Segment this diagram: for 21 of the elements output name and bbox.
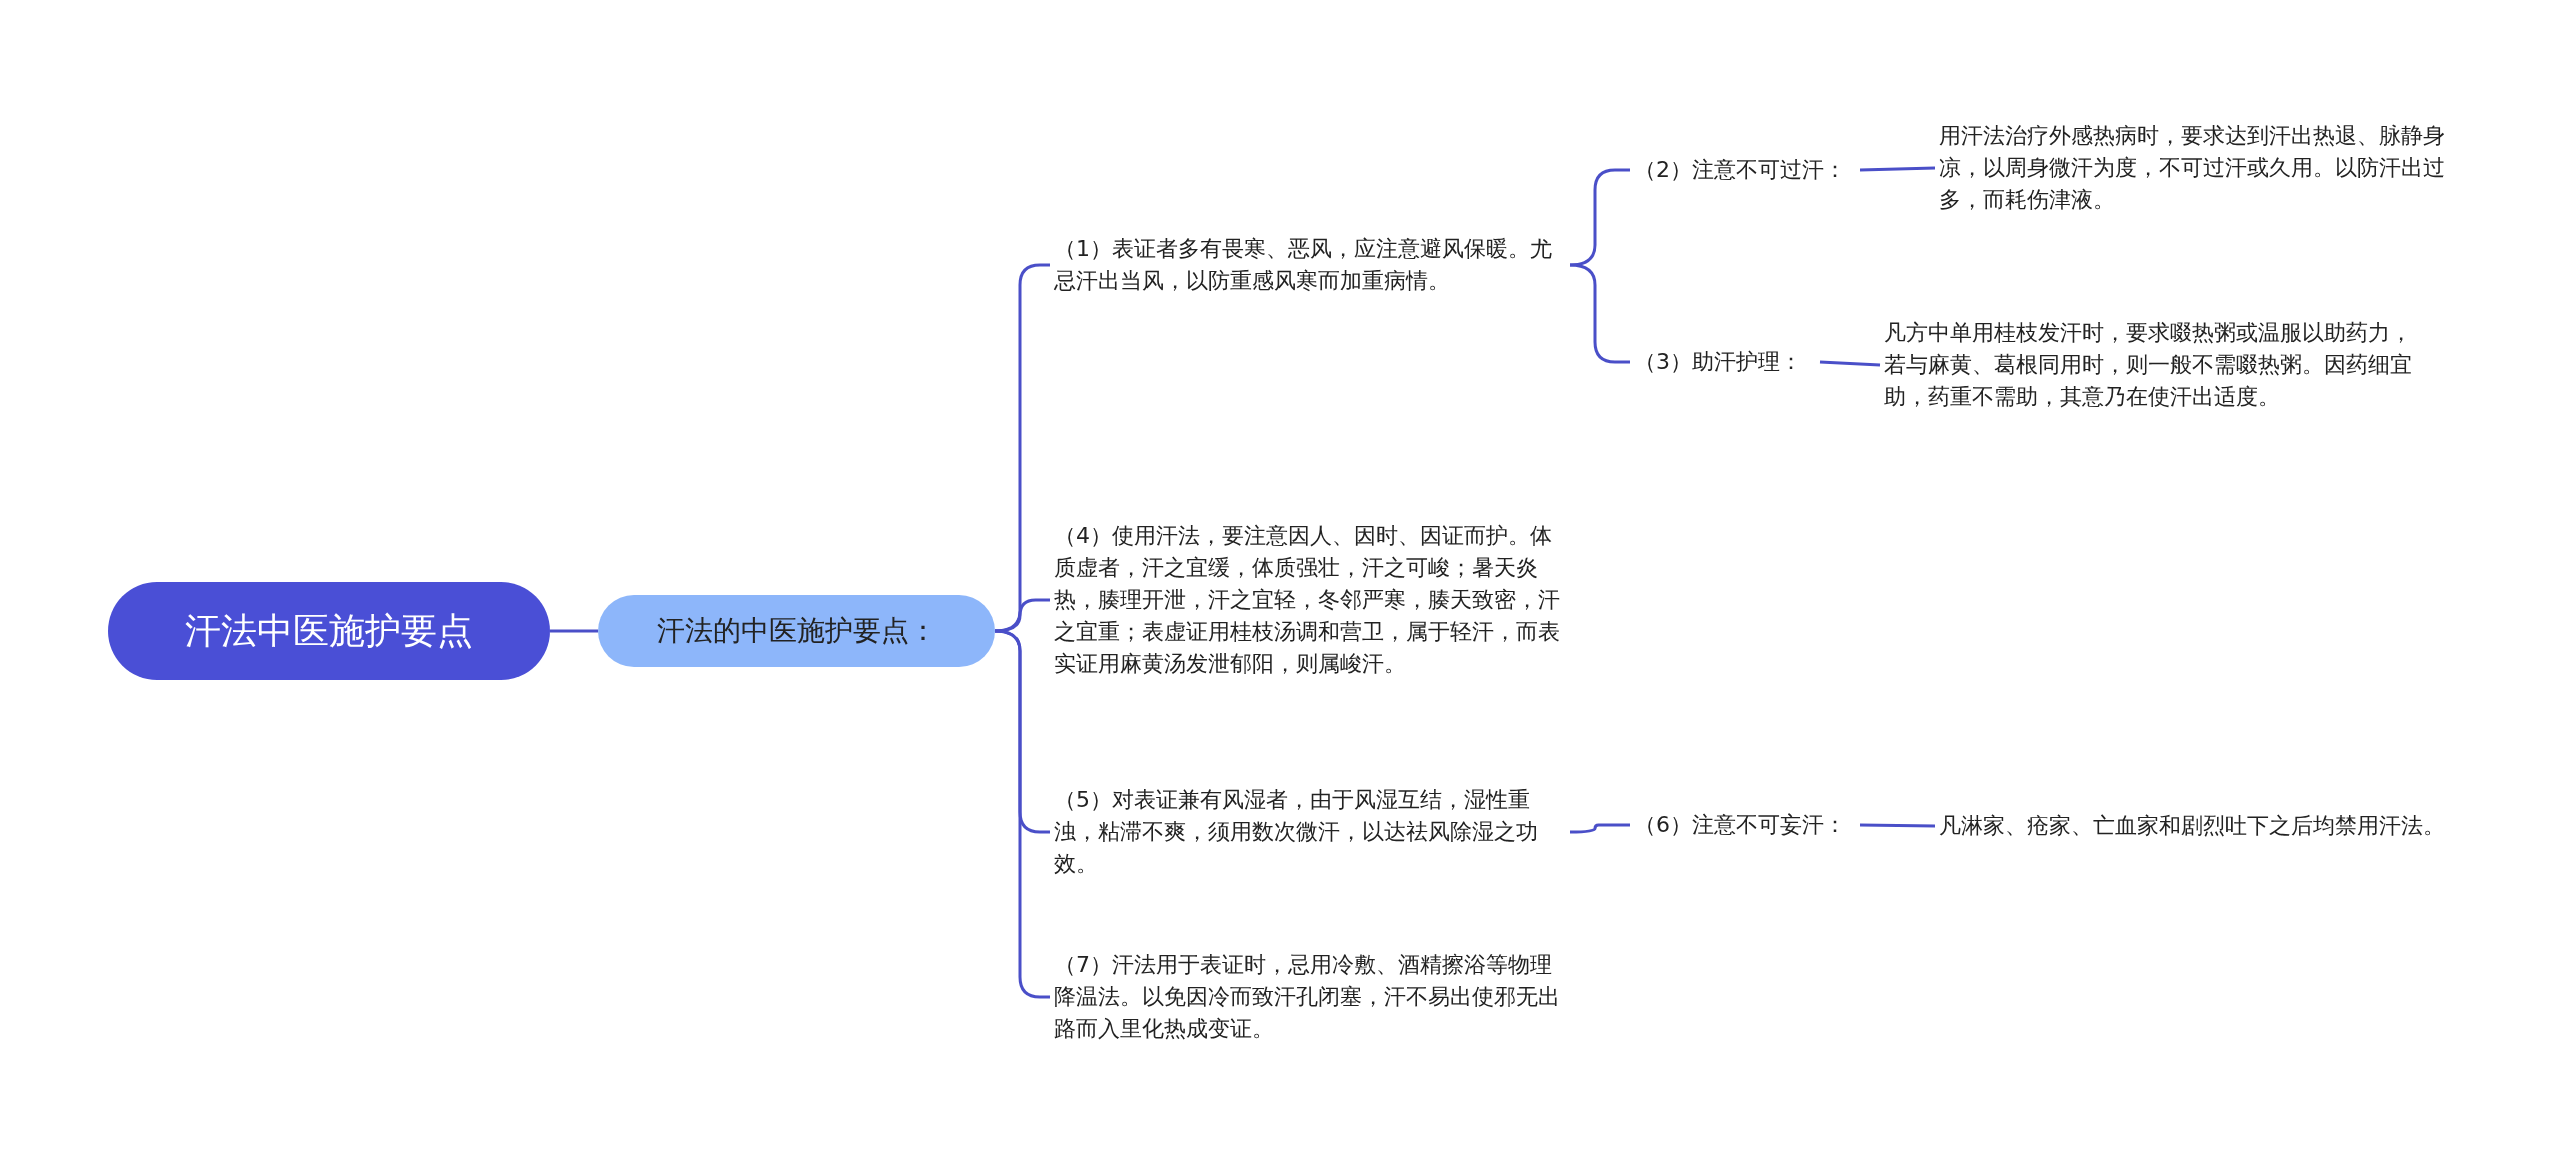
connector-line (550, 629, 598, 633)
subtopic-text: （6）注意不可妄汗： (1630, 805, 1860, 845)
root-topic: 汗法中医施护要点 (108, 582, 550, 680)
subtopic-text: （5）对表证兼有风湿者，由于风湿互结，湿性重浊，粘滞不爽，须用数次微汗，以达祛风除湿之功效。 (1050, 780, 1570, 884)
connector-line (994, 629, 1050, 999)
subtopic-text: （1）表证者多有畏寒、恶风，应注意避风保暖。尤忌汗出当风，以防重感风寒而加重病情。 (1050, 213, 1570, 317)
connector-line (1859, 823, 1936, 828)
connector-line (1859, 166, 1936, 172)
subtopic-text: 凡淋家、疮家、亡血家和剧烈吐下之后均禁用汗法。 (1935, 790, 2475, 862)
subtopic-text: （3）助汗护理： (1630, 342, 1820, 382)
main-topic: 汗法的中医施护要点： (598, 595, 995, 667)
connector-line (1570, 823, 1630, 834)
subtopic-text: （4）使用汗法，要注意因人、因时、因证而护。体质虚者，汗之宜缓，体质强壮，汗之可峻；暑天炎热，腠理开泄，汗之宜轻，冬邻严寒，腠天致密，汗之宜重；表虚证用桂枝汤调和营卫，属于轻汗，而表实证用麻黄汤发泄郁阳，则属峻汗。 (1050, 500, 1570, 700)
subtopic-text: （7）汗法用于表证时，忌用冷敷、酒精擦浴等物理降温法。以免因冷而致汗孔闭塞，汗不易出使邪无出路而入里化热成变证。 (1050, 945, 1570, 1049)
subtopic-text: 用汗法治疗外感热病时，要求达到汗出热退、脉静身凉，以周身微汗为度，不可过汗或久用。以防汗出过多，而耗伤津液。 (1935, 113, 2475, 223)
connector-line (994, 598, 1050, 633)
subtopic-text: （2）注意不可过汗： (1630, 150, 1860, 190)
connector-line (1569, 168, 1630, 267)
subtopic-text: 凡方中单用桂枝发汗时，要求啜热粥或温服以助药力，若与麻黄、葛根同用时，则一般不需啜热粥。因药细宜助，药重不需助，其意乃在使汗出适度。 (1880, 297, 2420, 433)
connector-line (1569, 263, 1630, 364)
connector-line (1819, 360, 1881, 367)
